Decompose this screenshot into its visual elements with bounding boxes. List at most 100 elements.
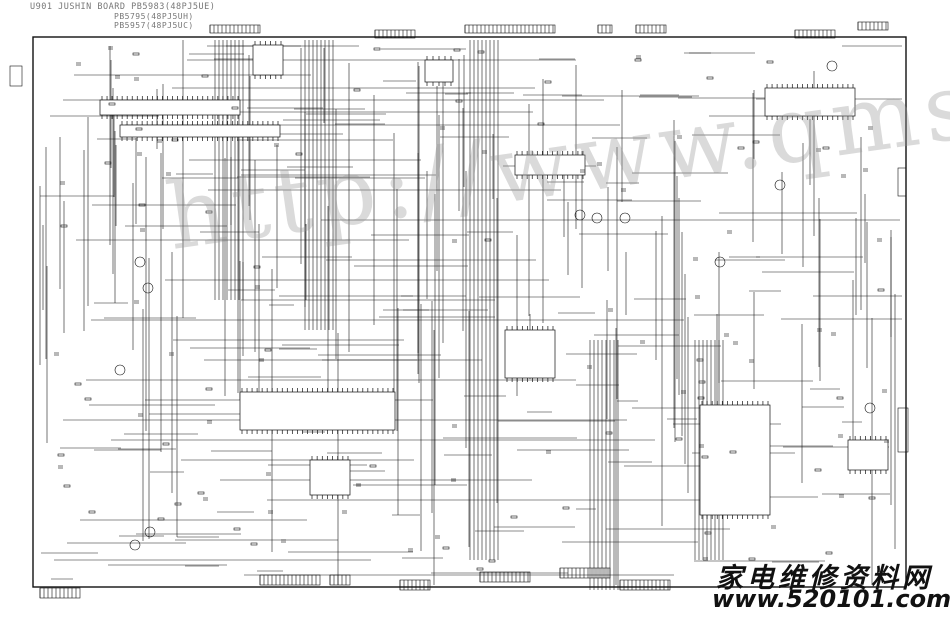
resistor — [295, 152, 303, 156]
resistor — [537, 122, 545, 126]
board-title: U901 JUSHIN BOARD PB5983(48PJ5UE) — [30, 2, 216, 12]
resistor — [825, 551, 833, 555]
resistor — [373, 47, 381, 51]
transistor — [774, 179, 786, 191]
resistor — [264, 348, 272, 352]
resistor — [132, 52, 140, 56]
resistor — [836, 396, 844, 400]
ic-chip — [99, 99, 241, 116]
board-variant-2: PB5957(48PJ5UC) — [114, 21, 194, 30]
connector-header — [399, 579, 431, 591]
resistor — [605, 431, 613, 435]
resistor — [748, 557, 756, 561]
resistor — [698, 380, 706, 384]
resistor — [197, 491, 205, 495]
brand-url: www.520101.com — [712, 585, 950, 613]
board-outline — [32, 36, 907, 588]
connector-header — [259, 574, 321, 586]
resistor — [353, 88, 361, 92]
resistor — [877, 288, 885, 292]
transistor — [826, 60, 838, 72]
resistor — [814, 468, 822, 472]
connector-header — [619, 579, 671, 591]
transistor — [714, 256, 726, 268]
connector-header — [479, 571, 531, 583]
resistor — [766, 60, 774, 64]
resistor — [88, 510, 96, 514]
resistor — [510, 515, 518, 519]
ic-chip — [252, 44, 284, 76]
transistor — [129, 539, 141, 551]
transistor — [144, 526, 156, 538]
transistor — [864, 402, 876, 414]
resistor — [108, 102, 116, 106]
transistor — [591, 212, 603, 224]
transistor — [134, 256, 146, 268]
resistor — [174, 502, 182, 506]
resistor — [157, 517, 165, 521]
resistor — [369, 464, 377, 468]
resistor — [231, 106, 239, 110]
side-connector — [897, 407, 909, 453]
ic-chip — [239, 391, 396, 431]
resistor — [74, 382, 82, 386]
ic-chip — [424, 59, 454, 83]
resistor — [729, 450, 737, 454]
resistor — [233, 527, 241, 531]
resistor — [737, 146, 745, 150]
ic-chip — [119, 124, 281, 138]
title-block: U901 JUSHIN BOARD PB5983(48PJ5UE) PB5795… — [30, 2, 215, 30]
resistor — [455, 99, 463, 103]
resistor — [84, 397, 92, 401]
resistor — [675, 437, 683, 441]
resistor — [60, 224, 68, 228]
transistor — [619, 212, 631, 224]
resistor — [704, 531, 712, 535]
board-variant-1: PB5795(48PJ5UH) — [114, 12, 194, 21]
resistor — [752, 140, 760, 144]
resistor — [697, 396, 705, 400]
resistor — [544, 80, 552, 84]
ic-chip — [764, 87, 856, 117]
resistor — [488, 559, 496, 563]
transistor — [142, 282, 154, 294]
connector-header — [329, 574, 351, 586]
resistor — [562, 506, 570, 510]
ic-chip — [514, 154, 586, 176]
connectors — [9, 21, 909, 599]
resistor — [696, 358, 704, 362]
resistor — [822, 146, 830, 150]
resistor — [205, 387, 213, 391]
ic-chip — [309, 459, 351, 496]
resistor — [57, 453, 65, 457]
resistor — [205, 210, 213, 214]
resistor — [453, 48, 461, 52]
resistor — [634, 58, 642, 62]
resistor — [135, 127, 143, 131]
connector-header — [635, 24, 667, 34]
ic-chip — [847, 439, 889, 471]
resistor — [442, 546, 450, 550]
wire-network — [39, 40, 902, 590]
resistor — [63, 484, 71, 488]
ic-chip — [699, 404, 771, 516]
transistor — [114, 364, 126, 376]
resistor — [477, 50, 485, 54]
ic-chip — [504, 329, 556, 379]
discrete-components — [54, 46, 889, 571]
resistor — [476, 567, 484, 571]
resistor — [138, 203, 146, 207]
side-connector — [897, 167, 907, 197]
resistor — [171, 138, 179, 142]
connector-header — [857, 21, 889, 31]
input-jack — [9, 65, 23, 87]
resistor — [484, 238, 492, 242]
resistor — [162, 442, 170, 446]
brand-chinese-name: 家电维修资料网 — [716, 563, 933, 594]
ic-chips — [99, 41, 889, 519]
resistor — [253, 265, 261, 269]
transistor — [574, 209, 586, 221]
resistor — [701, 455, 709, 459]
connector-header — [209, 24, 261, 34]
